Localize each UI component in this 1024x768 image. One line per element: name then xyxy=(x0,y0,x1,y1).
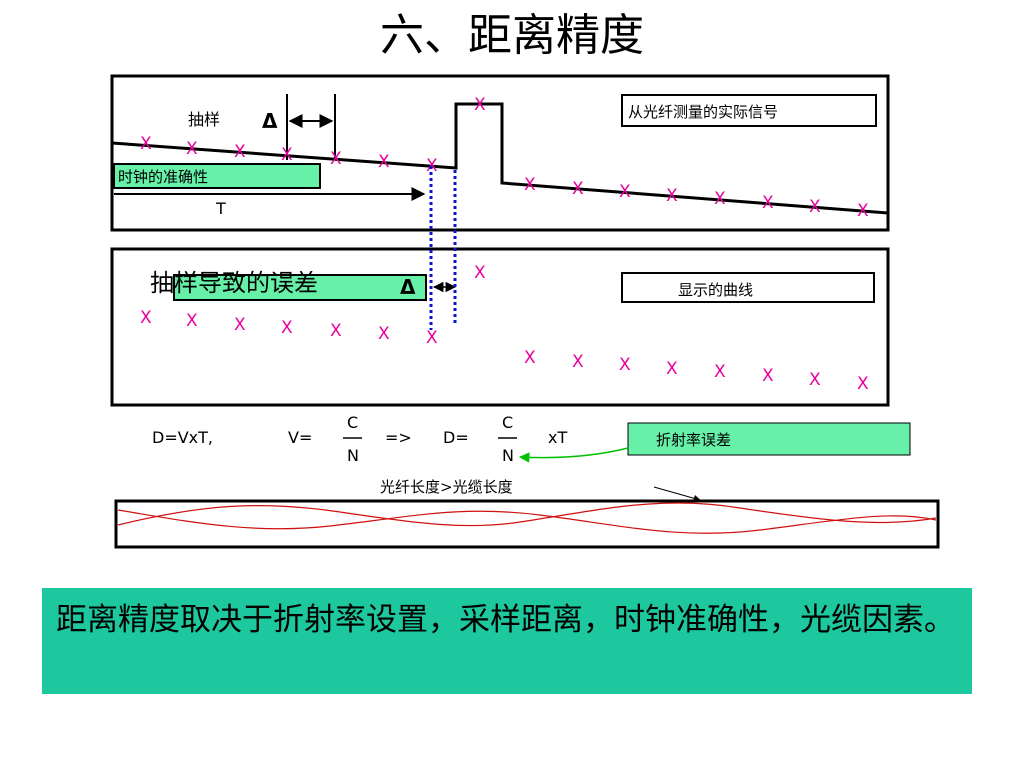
cable-body xyxy=(114,499,940,549)
distance-formula: D=VxT, V= C N => D= C N xT xyxy=(152,413,567,465)
sample-marker: X xyxy=(140,134,152,154)
actual-signal-trace xyxy=(111,102,889,215)
sample-marker: X xyxy=(524,348,536,368)
refraction-error-box xyxy=(627,422,911,456)
sample-marker: X xyxy=(809,370,821,390)
sample-marker: X xyxy=(762,193,774,213)
fiber-vs-cable-label: 光纤长度>光缆长度 xyxy=(380,478,513,496)
sample-marker: X xyxy=(378,324,390,344)
sample-marker: X xyxy=(857,201,869,221)
sample-marker: X xyxy=(474,95,486,115)
summary-box: 距离精度取决于折射率设置，采样距离，时钟准确性，光缆因素。 xyxy=(42,588,972,694)
fiber-wave-1 xyxy=(117,502,937,527)
sample-marker: X xyxy=(857,374,869,394)
formula-d-eq: D=VxT, xyxy=(152,428,213,447)
sample-marker: X xyxy=(524,175,536,195)
sample-marker: X xyxy=(330,321,342,341)
sample-marker: X xyxy=(809,197,821,217)
formula-implies: => xyxy=(385,428,412,447)
sample-marker: X xyxy=(330,149,342,169)
formula-times-t: xT xyxy=(548,428,567,447)
sampling-error-label: 抽样导致的误差 xyxy=(150,269,318,297)
sample-marker: X xyxy=(378,152,390,172)
clock-accuracy-box xyxy=(113,163,321,189)
displayed-curve-box xyxy=(621,272,875,303)
cable-pointer-line xyxy=(653,486,701,502)
sample-marker: X xyxy=(619,182,631,202)
sample-marker: X xyxy=(619,355,631,375)
formula-denominator: N xyxy=(347,446,359,465)
delta-symbol-top: Δ xyxy=(262,109,278,133)
actual-signal-box xyxy=(621,94,877,127)
sample-marker: X xyxy=(714,189,726,209)
formula-denominator2: N xyxy=(502,446,514,465)
top-panel-frame xyxy=(110,74,890,232)
delta-symbol-bottom: Δ xyxy=(400,275,416,299)
period-label: T xyxy=(215,199,226,218)
slide-title: 六、距离精度 xyxy=(380,10,644,61)
formula-numerator: C xyxy=(347,413,358,432)
bottom-sample-markers: X X X X X X X X X X X X X X X X xyxy=(140,263,869,394)
sampling-error-box xyxy=(173,274,427,301)
sample-marker: X xyxy=(186,139,198,159)
refraction-pointer-arrow xyxy=(518,447,629,463)
sample-marker: X xyxy=(186,311,198,331)
formula-v-eq: V= xyxy=(288,428,312,447)
sample-marker: X xyxy=(666,359,678,379)
distance-accuracy-diagram: 抽样 Δ 时钟的准确性 T 从光纤测量的实际信号 X X X X X X X X… xyxy=(110,74,940,549)
sampling-label: 抽样 xyxy=(188,110,220,129)
sample-marker: X xyxy=(572,352,584,372)
sample-marker: X xyxy=(140,308,152,328)
top-sample-markers: X X X X X X X X X X X X X X X X xyxy=(140,95,869,221)
sample-marker: X xyxy=(281,145,293,165)
sample-marker: X xyxy=(666,186,678,206)
displayed-curve-label: 显示的曲线 xyxy=(678,281,753,299)
sample-marker: X xyxy=(474,263,486,283)
sample-marker: X xyxy=(281,318,293,338)
sample-marker: X xyxy=(426,328,438,348)
actual-signal-label: 从光纤测量的实际信号 xyxy=(628,103,778,121)
sample-marker: X xyxy=(234,142,246,162)
sample-marker: X xyxy=(714,362,726,382)
formula-d-eq2: D= xyxy=(443,428,469,447)
fiber-wave-2 xyxy=(117,509,937,534)
sample-marker: X xyxy=(762,366,774,386)
sample-marker: X xyxy=(234,315,246,335)
refraction-error-label: 折射率误差 xyxy=(656,431,731,449)
bottom-panel-frame xyxy=(110,247,890,407)
formula-numerator2: C xyxy=(502,413,513,432)
clock-accuracy-label: 时钟的准确性 xyxy=(118,168,208,186)
sample-marker: X xyxy=(572,179,584,199)
